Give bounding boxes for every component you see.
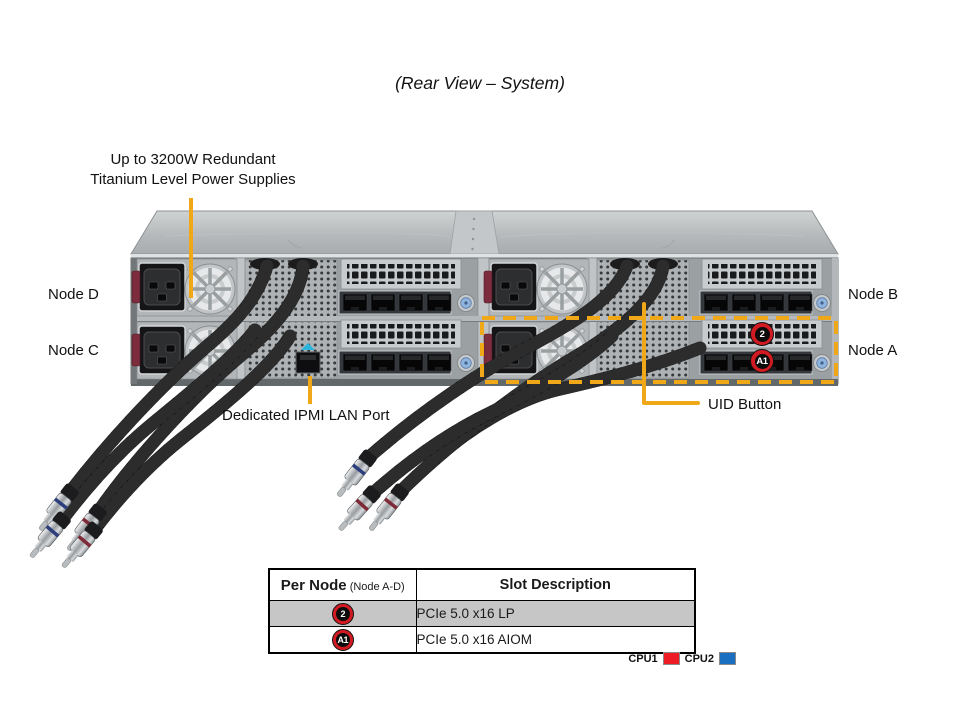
cpu-legend: CPU1 CPU2 bbox=[560, 652, 736, 665]
cpu2-label: CPU2 bbox=[684, 652, 714, 665]
uid-callout: UID Button bbox=[708, 396, 782, 413]
page-title: (Rear View – System) bbox=[395, 73, 565, 93]
cpu1-label: CPU1 bbox=[628, 652, 658, 665]
table-header-per-node: Per Node (Node A-D) bbox=[268, 568, 417, 601]
table-cell-badge-a1: A1 bbox=[268, 626, 417, 654]
node-c-io bbox=[295, 319, 475, 375]
cpu1-color-swatch bbox=[662, 652, 680, 665]
table-cell-desc-aiom: PCIe 5.0 x16 AIOM bbox=[415, 626, 696, 654]
node-a-d-label: (Node A-D) bbox=[346, 580, 405, 593]
table-badge-2-text: 2 bbox=[335, 606, 350, 621]
power-supply-node-b bbox=[483, 258, 590, 317]
node-a-highlight-box bbox=[480, 316, 838, 384]
node-d-io bbox=[338, 258, 475, 315]
slot-badge-2: 2 bbox=[750, 322, 774, 346]
pcie-slot-bracket bbox=[347, 264, 455, 284]
annotation-lines bbox=[189, 198, 838, 405]
chassis-lid bbox=[130, 210, 839, 255]
label-node-a: Node A bbox=[848, 342, 898, 359]
table-cell-badge-2: 2 bbox=[268, 600, 417, 627]
table-badge-a1: A1 bbox=[331, 628, 354, 651]
psu-callout: Up to 3200W Redundant Titanium Level Pow… bbox=[53, 150, 333, 190]
table-badge-2: 2 bbox=[331, 602, 354, 625]
slot-description-table: Per Node (Node A-D) Slot Description 2 P… bbox=[268, 568, 696, 654]
label-node-b: Node B bbox=[848, 286, 899, 303]
psu-callout-line2: Titanium Level Power Supplies bbox=[90, 171, 296, 188]
table-row-slot-a1: A1 PCIe 5.0 x16 AIOM bbox=[268, 626, 696, 654]
slot-badge-a1-text: A1 bbox=[754, 353, 770, 369]
cpu2-color-swatch bbox=[719, 652, 736, 665]
table-badge-a1-text: A1 bbox=[335, 632, 350, 647]
slot-badge-a1: A1 bbox=[750, 349, 774, 373]
label-node-c: Node C bbox=[48, 342, 99, 359]
ipmi-lan-port bbox=[295, 343, 321, 374]
table-row-slot-2: 2 PCIe 5.0 x16 LP bbox=[268, 600, 696, 627]
table-header-slot-description: Slot Description bbox=[415, 568, 696, 601]
psu-callout-line1: Up to 3200W Redundant bbox=[110, 151, 276, 168]
slot-badge-2-text: 2 bbox=[754, 326, 770, 342]
per-node-label: Per Node bbox=[280, 576, 347, 594]
power-supply-node-d bbox=[131, 258, 238, 317]
ipmi-callout: Dedicated IPMI LAN Port bbox=[222, 407, 390, 424]
label-node-d: Node D bbox=[48, 286, 99, 303]
pcie-slot-bracket bbox=[347, 324, 455, 344]
uid-pointer-line bbox=[642, 302, 700, 405]
pcie-slot-bracket bbox=[708, 264, 816, 284]
table-cell-desc-lp: PCIe 5.0 x16 LP bbox=[415, 600, 696, 627]
cooling-hoses bbox=[24, 259, 707, 573]
node-b-io bbox=[699, 258, 831, 315]
